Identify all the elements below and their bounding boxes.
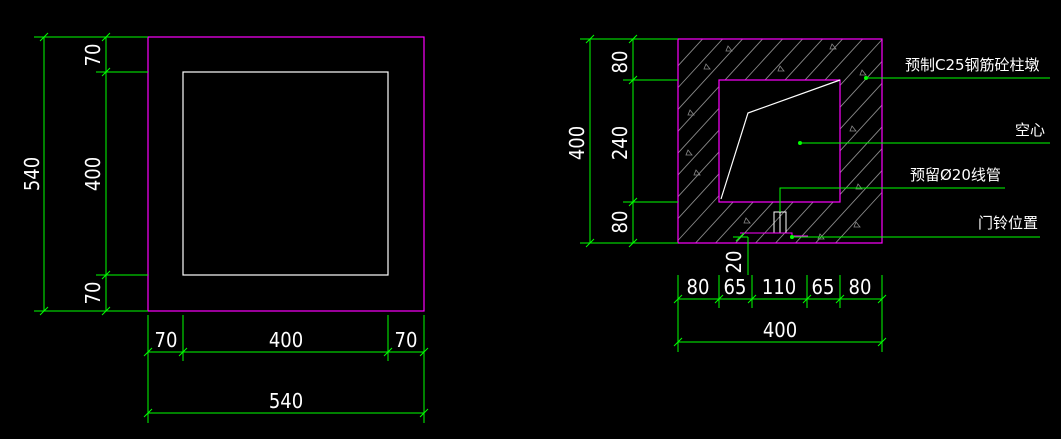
left-top-height-dim: 70 (81, 44, 105, 67)
left-total-width-dim: 540 (269, 389, 303, 413)
left-vertical-dimension-lines (34, 32, 148, 316)
inner-square (182, 71, 389, 276)
right-top-height-dim: 80 (608, 51, 632, 74)
right-mid-height-dim: 240 (608, 126, 632, 160)
label-conduit: 预留Ø20线管 (910, 166, 1001, 184)
right-section-view: 400 80 240 80 20 80 65 110 65 80 400 预制C… (565, 34, 1050, 352)
pier-outline (677, 38, 883, 244)
left-bottom-height-dim: 70 (81, 282, 105, 305)
right-bottom-height-dim: 80 (608, 211, 632, 234)
left-width-dim-left: 70 (155, 328, 178, 352)
left-mid-height-dim: 400 (81, 157, 105, 191)
label-precast-pier: 预制C25钢筋砼柱墩 (905, 56, 1040, 74)
aggregate-marks (685, 43, 867, 240)
right-total-height-dim: 400 (565, 126, 589, 160)
left-width-dim-mid: 400 (269, 328, 303, 352)
label-doorbell: 门铃位置 (978, 214, 1038, 232)
outer-outline (147, 36, 425, 312)
right-total-width-dim: 400 (763, 318, 797, 342)
right-width-dim-3: 110 (762, 275, 796, 299)
label-hollow: 空心 (1015, 121, 1045, 139)
right-vertical-dimension-lines (580, 34, 678, 248)
right-width-dim-4: 65 (812, 275, 835, 299)
left-width-dim-right: 70 (395, 328, 418, 352)
break-line (720, 79, 841, 200)
leader-lines (779, 77, 1050, 238)
hollow-core-outline (718, 79, 841, 203)
left-total-height-dim: 540 (20, 157, 44, 191)
right-width-dim-1: 80 (687, 275, 710, 299)
right-width-dim-5: 80 (849, 275, 872, 299)
left-plan-view: 540 70 400 70 70 400 70 540 (20, 32, 429, 423)
right-width-dim-2: 65 (724, 275, 747, 299)
pipe-offset-dim: 20 (722, 251, 746, 274)
right-horizontal-dimension-lines (673, 237, 887, 352)
leader-dots (790, 76, 868, 239)
left-horizontal-dimension-lines (143, 315, 429, 423)
